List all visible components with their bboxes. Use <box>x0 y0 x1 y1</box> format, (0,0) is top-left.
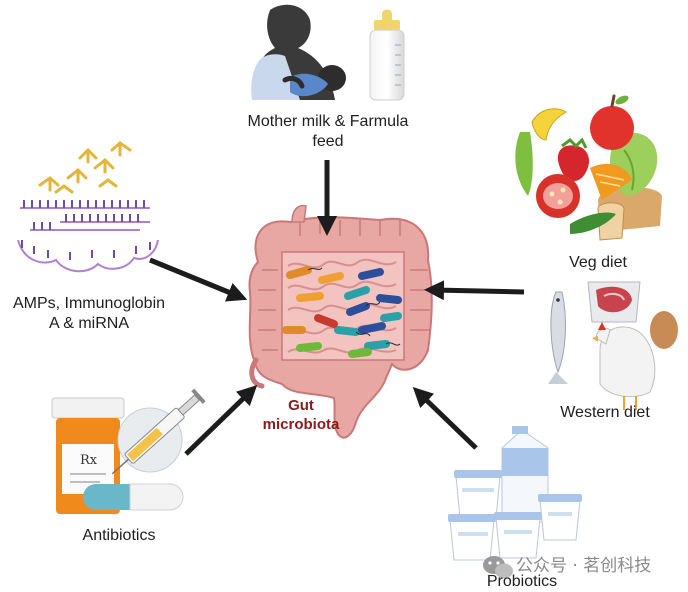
gut-microbiota-label: Gut microbiota <box>256 396 346 434</box>
dairy-yogurt-milk-icon <box>448 426 582 561</box>
gut-intestine-icon <box>248 204 433 439</box>
antibody-rna-icon <box>17 141 159 273</box>
watermark-text: 公众号 · 茗创科技 <box>516 556 652 576</box>
rx-label: Rx <box>80 453 98 468</box>
gut-label-line1: Gut <box>288 397 314 414</box>
wechat-logo-icon <box>483 556 513 579</box>
antibiotics-label: Antibiotics <box>82 527 156 544</box>
veg-diet-label: Veg diet <box>569 254 627 271</box>
probiotics-label: Probiotics <box>486 573 558 590</box>
mother-milk-label-line2: feed <box>312 133 344 150</box>
mother-feeding-baby-icon <box>251 4 346 100</box>
arrow-antibiotics-to-gut <box>184 385 258 456</box>
fish-meat-chicken-egg-icon <box>548 281 678 410</box>
amps-label-line2: A & miRNA <box>48 315 129 332</box>
amps-label: AMPs, Immunoglobin A & miRNA <box>4 294 174 334</box>
arrow-diet-to-gut <box>424 280 525 301</box>
baby-bottle-icon <box>369 9 405 101</box>
arrow-probiotics-to-gut <box>412 387 478 450</box>
antibiotic-bottle-syringe-capsule-icon: Rx <box>51 388 206 514</box>
amps-label-line1: AMPs, Immunoglobin <box>12 295 166 312</box>
vegetables-fruits-icon <box>515 94 662 241</box>
mother-milk-label: Mother milk & Farmula feed <box>228 112 428 152</box>
arrow-amps-to-gut <box>149 257 248 302</box>
arrows-layer <box>149 160 525 456</box>
mother-milk-label-line1: Mother milk & Farmula <box>247 113 409 130</box>
western-diet-label: Western diet <box>560 404 650 421</box>
gut-label-line2: microbiota <box>262 416 340 433</box>
